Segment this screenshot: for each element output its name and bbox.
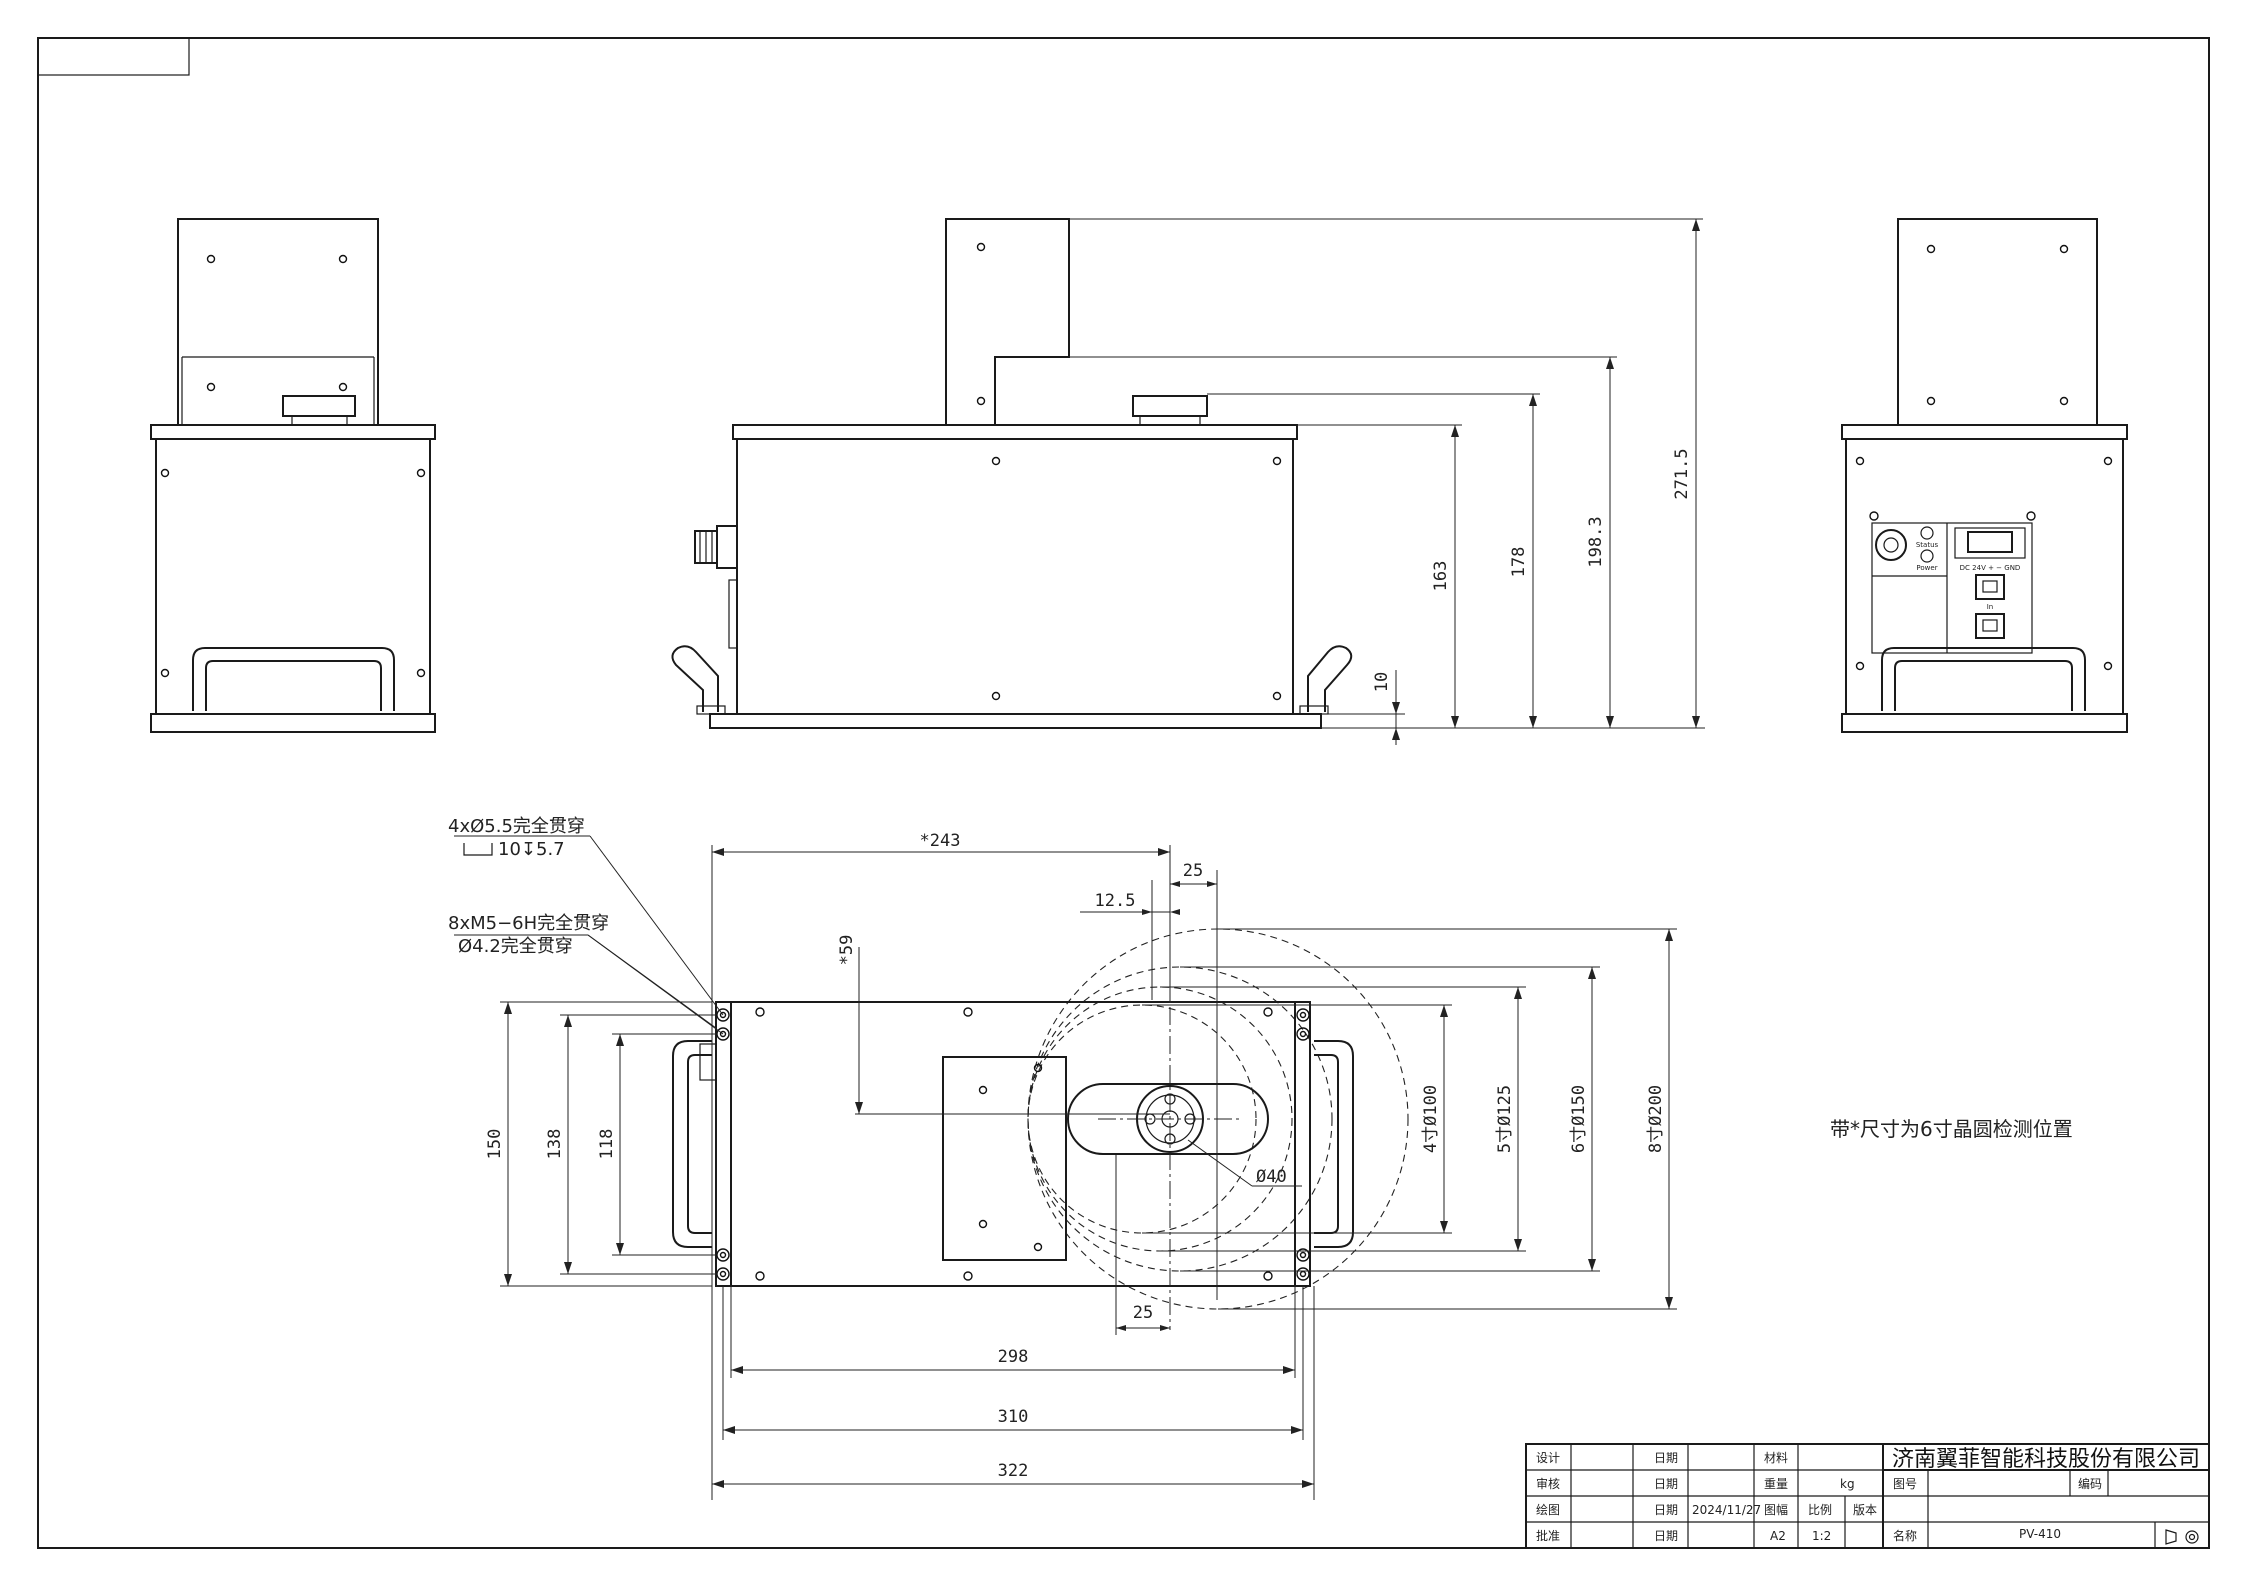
tb-scale: 比例 xyxy=(1808,1503,1832,1517)
dim-10: 10 xyxy=(1372,672,1392,692)
dim-163: 163 xyxy=(1431,561,1451,592)
front-view: 163 178 198.3 271.5 10 xyxy=(671,218,1705,745)
tb-name: 名称 xyxy=(1893,1528,1917,1543)
dim-59: *59 xyxy=(837,935,857,966)
tb-code: 编码 xyxy=(2078,1476,2102,1491)
callout-hole-a-line2: 10↧5.7 xyxy=(498,839,565,860)
tb-sheet-value: A2 xyxy=(1770,1529,1786,1543)
panel-dc-label: DC 24V + − GND xyxy=(1960,564,2021,572)
panel-power-label: Power xyxy=(1916,564,1937,572)
panel-in-label: In xyxy=(1987,603,1994,611)
panel-status-label: Status xyxy=(1916,541,1939,549)
dim-298: 298 xyxy=(998,1347,1029,1367)
dim-138: 138 xyxy=(545,1129,565,1160)
tb-name-value: PV-410 xyxy=(2019,1527,2061,1541)
counterbore-icon xyxy=(463,843,493,856)
corner-tag-box xyxy=(37,37,190,76)
status-led-icon xyxy=(1920,526,1934,540)
tb-date-1: 日期 xyxy=(1654,1451,1678,1465)
tb-approve: 批准 xyxy=(1536,1528,1560,1543)
callout-hole-a-line1: 4xØ5.5完全贯穿 xyxy=(448,816,585,837)
tb-draw: 绘图 xyxy=(1536,1502,1560,1517)
power-led-icon xyxy=(1920,549,1934,563)
tb-version: 版本 xyxy=(1853,1503,1877,1517)
tb-sheet-size: 图幅 xyxy=(1764,1502,1788,1517)
right-end-view: Status Power DC 24V + − GND In xyxy=(1841,218,2128,733)
left-end-view xyxy=(150,218,436,733)
top-view: *243 25 12.5 *59 298 310 322 25 xyxy=(448,816,1677,1500)
panel-connector-icon xyxy=(1875,529,1907,561)
callout-hole-b-line1: 8xM5−6H完全贯穿 xyxy=(448,913,609,934)
dim-243: *243 xyxy=(920,831,961,851)
callout-hole-b-line2: Ø4.2完全贯穿 xyxy=(458,936,573,957)
dim-wafer-4: 4寸Ø100 xyxy=(1421,1085,1441,1153)
tb-review: 审核 xyxy=(1536,1476,1560,1491)
network-port-in-icon xyxy=(1975,574,2005,600)
dim-178: 178 xyxy=(1509,547,1529,578)
tb-company: 济南翼菲智能科技股份有限公司 xyxy=(1892,1447,2200,1472)
tb-date-3: 日期 xyxy=(1654,1503,1678,1517)
dim-322: 322 xyxy=(998,1461,1029,1481)
dim-wafer-5: 5寸Ø125 xyxy=(1495,1085,1515,1153)
tb-drawing-no: 图号 xyxy=(1893,1477,1917,1491)
dim-25-top: 25 xyxy=(1183,861,1203,881)
dim-wafer-6: 6寸Ø150 xyxy=(1569,1085,1589,1153)
dim-dia-40: Ø40 xyxy=(1256,1167,1287,1187)
dim-12-5: 12.5 xyxy=(1095,891,1136,911)
network-port-out-icon xyxy=(1975,613,2005,639)
tb-date-4: 日期 xyxy=(1654,1529,1678,1543)
tb-date-value: 2024/11/27 xyxy=(1692,1503,1761,1517)
projection-symbol-icon xyxy=(2165,1529,2199,1545)
dim-118: 118 xyxy=(597,1129,617,1160)
tb-date-2: 日期 xyxy=(1654,1477,1678,1491)
sheet-border xyxy=(37,37,2210,1549)
dim-25-bottom: 25 xyxy=(1133,1303,1153,1323)
dim-198-3: 198.3 xyxy=(1586,516,1606,567)
inspection-note: 带*尺寸为6寸晶圆检测位置 xyxy=(1830,1117,2073,1141)
title-block: 设计 审核 绘图 批准 日期 日期 日期 日期 2024/11/27 材料 重量… xyxy=(1525,1443,2210,1549)
tb-weight-unit: kg xyxy=(1840,1477,1855,1491)
dim-310: 310 xyxy=(998,1407,1029,1427)
dim-150: 150 xyxy=(485,1129,505,1160)
tb-material: 材料 xyxy=(1764,1451,1788,1465)
dim-wafer-8: 8寸Ø200 xyxy=(1646,1085,1666,1153)
tb-design: 设计 xyxy=(1536,1451,1560,1465)
tb-weight: 重量 xyxy=(1764,1477,1788,1491)
dim-271-5: 271.5 xyxy=(1672,448,1692,499)
tb-scale-value: 1:2 xyxy=(1812,1529,1831,1543)
